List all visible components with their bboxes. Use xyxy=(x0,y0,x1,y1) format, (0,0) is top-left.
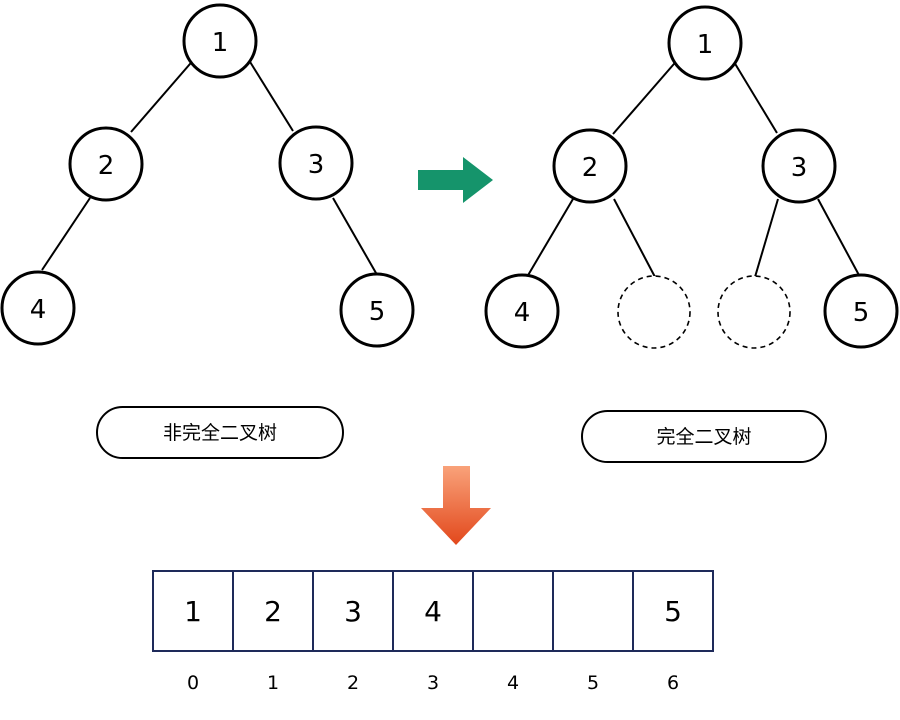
node-label: 2 xyxy=(98,151,115,181)
left-caption-pill: 非完全二叉树 xyxy=(96,406,344,459)
left-tree-edges xyxy=(41,56,377,274)
array-cell-value: 4 xyxy=(424,595,442,628)
array-index-label: 4 xyxy=(507,672,519,694)
tree-node: 1 xyxy=(667,5,743,81)
edge-1-3 xyxy=(730,56,778,134)
array-cell-value: 1 xyxy=(184,595,202,628)
orange-down-arrow-icon xyxy=(421,466,491,545)
node-label: 5 xyxy=(369,297,386,327)
edge-3-5 xyxy=(332,197,377,274)
empty-tree-node xyxy=(617,275,691,349)
node-label: 5 xyxy=(853,298,870,328)
tree-node: 2 xyxy=(68,126,144,202)
node-label: 1 xyxy=(697,30,714,60)
array-index-label: 6 xyxy=(667,672,679,694)
array-index-label: 1 xyxy=(267,672,279,694)
array-indices: 0 1 2 3 4 5 6 xyxy=(187,672,679,694)
array-cell: 1 xyxy=(152,570,234,652)
node-label: 3 xyxy=(308,150,325,180)
green-right-arrow-icon xyxy=(418,157,493,203)
tree-node: 4 xyxy=(484,273,560,349)
node-label: 4 xyxy=(514,298,531,328)
edge-1-2 xyxy=(612,56,681,135)
array-cell: 3 xyxy=(312,570,394,652)
array-index-label: 3 xyxy=(427,672,439,694)
tree-node: 4 xyxy=(0,270,76,346)
node-label: 1 xyxy=(212,28,229,58)
right-tree-edges xyxy=(526,56,861,278)
array-index-label: 5 xyxy=(587,672,599,694)
tree-node: 2 xyxy=(552,128,628,204)
array-cell-value: 3 xyxy=(344,595,362,628)
array-cell xyxy=(552,570,634,652)
edge-3-empty xyxy=(754,198,779,278)
tree-node: 5 xyxy=(823,273,899,349)
array: 1 2 3 4 5 xyxy=(152,570,714,652)
array-index-label: 2 xyxy=(347,672,359,694)
tree-node: 5 xyxy=(339,272,415,348)
array-cell: 5 xyxy=(632,570,714,652)
node-label: 2 xyxy=(582,153,599,183)
array-cell-value: 2 xyxy=(264,595,282,628)
edge-2-4 xyxy=(526,198,574,278)
array-cell: 4 xyxy=(392,570,474,652)
array-cell-value: 5 xyxy=(664,595,682,628)
empty-tree-node xyxy=(717,275,791,349)
edge-3-5 xyxy=(817,198,861,278)
left-caption: 非完全二叉树 xyxy=(163,422,277,444)
array-index-label: 0 xyxy=(187,672,199,694)
edge-2-empty xyxy=(613,198,656,278)
left-tree: 1 2 3 4 5 xyxy=(0,3,415,348)
node-label: 4 xyxy=(30,295,47,325)
right-tree: 1 2 3 4 5 xyxy=(484,5,899,349)
tree-node: 1 xyxy=(182,3,258,79)
array-cell: 2 xyxy=(232,570,314,652)
array-cell xyxy=(472,570,554,652)
node-label: 3 xyxy=(791,153,808,183)
edge-2-4 xyxy=(41,197,91,271)
right-caption-pill: 完全二叉树 xyxy=(581,410,827,463)
right-caption: 完全二叉树 xyxy=(656,426,751,448)
edge-1-3 xyxy=(246,56,294,132)
tree-node: 3 xyxy=(278,125,354,201)
tree-node: 3 xyxy=(761,128,837,204)
edge-1-2 xyxy=(130,56,197,133)
